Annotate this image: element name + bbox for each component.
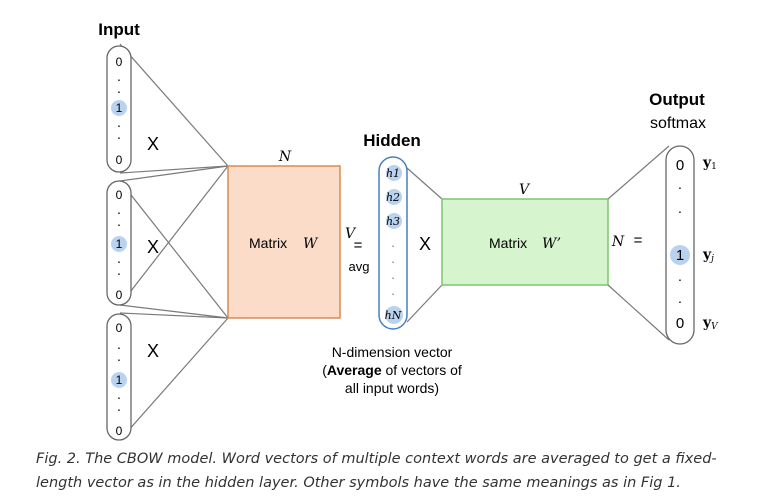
- cbow-diagram: 0 · · 1 · · 0 0 · · 1 · · 0 0 · · 1 · · …: [98, 20, 719, 441]
- hidden-desc-line3: all input words): [345, 380, 439, 396]
- output-connections: [607, 145, 670, 341]
- svg-text:·: ·: [117, 339, 122, 355]
- matrix-w-prime-dim-side: N: [611, 234, 625, 250]
- hidden-cell-1: h1: [386, 167, 400, 180]
- matrix-w-prime: Matrix W’ V N =: [441, 182, 643, 286]
- svg-text:·: ·: [391, 270, 395, 285]
- svg-text:·: ·: [117, 71, 122, 87]
- svg-text:·: ·: [678, 179, 683, 195]
- svg-text:·: ·: [117, 204, 122, 220]
- svg-text:·: ·: [391, 286, 395, 301]
- svg-text:·: ·: [117, 117, 122, 133]
- svg-text:·: ·: [117, 351, 122, 367]
- input-connections: [119, 43, 229, 441]
- input-label: Input: [98, 20, 140, 39]
- matrix-w-symbol: W: [303, 236, 319, 252]
- matrix-w-label: Matrix: [249, 235, 287, 251]
- output-sublabel: softmax: [650, 115, 706, 132]
- y-label-v: yV: [702, 315, 719, 332]
- svg-text:·: ·: [117, 83, 122, 99]
- matrix-w-dim-top: N: [278, 149, 292, 165]
- hidden-cell-3: h3: [386, 215, 400, 228]
- hidden-desc-line2: (Average of vectors of: [322, 362, 462, 378]
- output-label: Output: [649, 90, 705, 109]
- svg-text:·: ·: [678, 203, 683, 219]
- input-3-top: 0: [116, 321, 123, 335]
- input-vector-2: 0 · · 1 · · 0: [106, 180, 132, 306]
- times-3: X: [147, 341, 159, 361]
- output-cell-j: 1: [676, 247, 684, 264]
- svg-text:·: ·: [117, 401, 122, 417]
- svg-text:·: ·: [678, 271, 683, 287]
- svg-text:·: ·: [117, 129, 122, 145]
- svg-text:·: ·: [391, 238, 395, 253]
- y-label-1: y1: [702, 155, 717, 172]
- matrix-w-prime-dim-top: V: [519, 182, 531, 198]
- input-vector-1: 0 · · 1 · · 0: [106, 45, 132, 173]
- input-3-bottom: 0: [116, 424, 123, 438]
- input-vector-3: 0 · · 1 · · 0: [106, 313, 132, 441]
- times-2: X: [147, 237, 159, 257]
- matrix-w-prime-label: Matrix: [489, 235, 527, 251]
- times-hidden: X: [419, 234, 431, 254]
- avg-label: avg: [349, 259, 370, 274]
- hidden-cell-n: hN: [385, 309, 402, 322]
- output-cell-1: 0: [676, 157, 684, 174]
- svg-text:·: ·: [117, 253, 122, 269]
- figure-caption: Fig. 2. The CBOW model. Word vectors of …: [36, 451, 717, 491]
- hidden-vector: h1 h2 h3 · · · · hN: [378, 156, 408, 330]
- output-cell-v: 0: [676, 315, 684, 332]
- input-2-bottom: 0: [116, 288, 123, 302]
- input-2-one: 1: [116, 237, 123, 251]
- svg-text:·: ·: [117, 265, 122, 281]
- matrix-w-prime-equals: =: [634, 232, 643, 249]
- matrix-w-prime-symbol: W’: [542, 236, 561, 252]
- input-1-top: 0: [116, 55, 123, 69]
- hidden-connections: [406, 167, 443, 323]
- hidden-label: Hidden: [363, 131, 421, 150]
- input-1-bottom: 0: [116, 153, 123, 167]
- matrix-w: Matrix W N V: [227, 149, 357, 319]
- hidden-desc-line1: N-dimension vector: [332, 344, 453, 360]
- matrix-w-dim-side: V: [345, 226, 357, 242]
- y-label-j: yj: [702, 247, 714, 264]
- input-3-one: 1: [116, 373, 123, 387]
- hidden-cell-2: h2: [386, 191, 400, 204]
- output-vector: 0 · · 1 · · 0: [665, 145, 695, 345]
- times-1: X: [147, 134, 159, 154]
- input-2-top: 0: [116, 188, 123, 202]
- svg-text:·: ·: [678, 293, 683, 309]
- svg-text:·: ·: [391, 254, 395, 269]
- avg-equals: =: [354, 237, 363, 254]
- svg-text:·: ·: [117, 216, 122, 232]
- input-1-one: 1: [116, 101, 123, 115]
- svg-text:·: ·: [117, 389, 122, 405]
